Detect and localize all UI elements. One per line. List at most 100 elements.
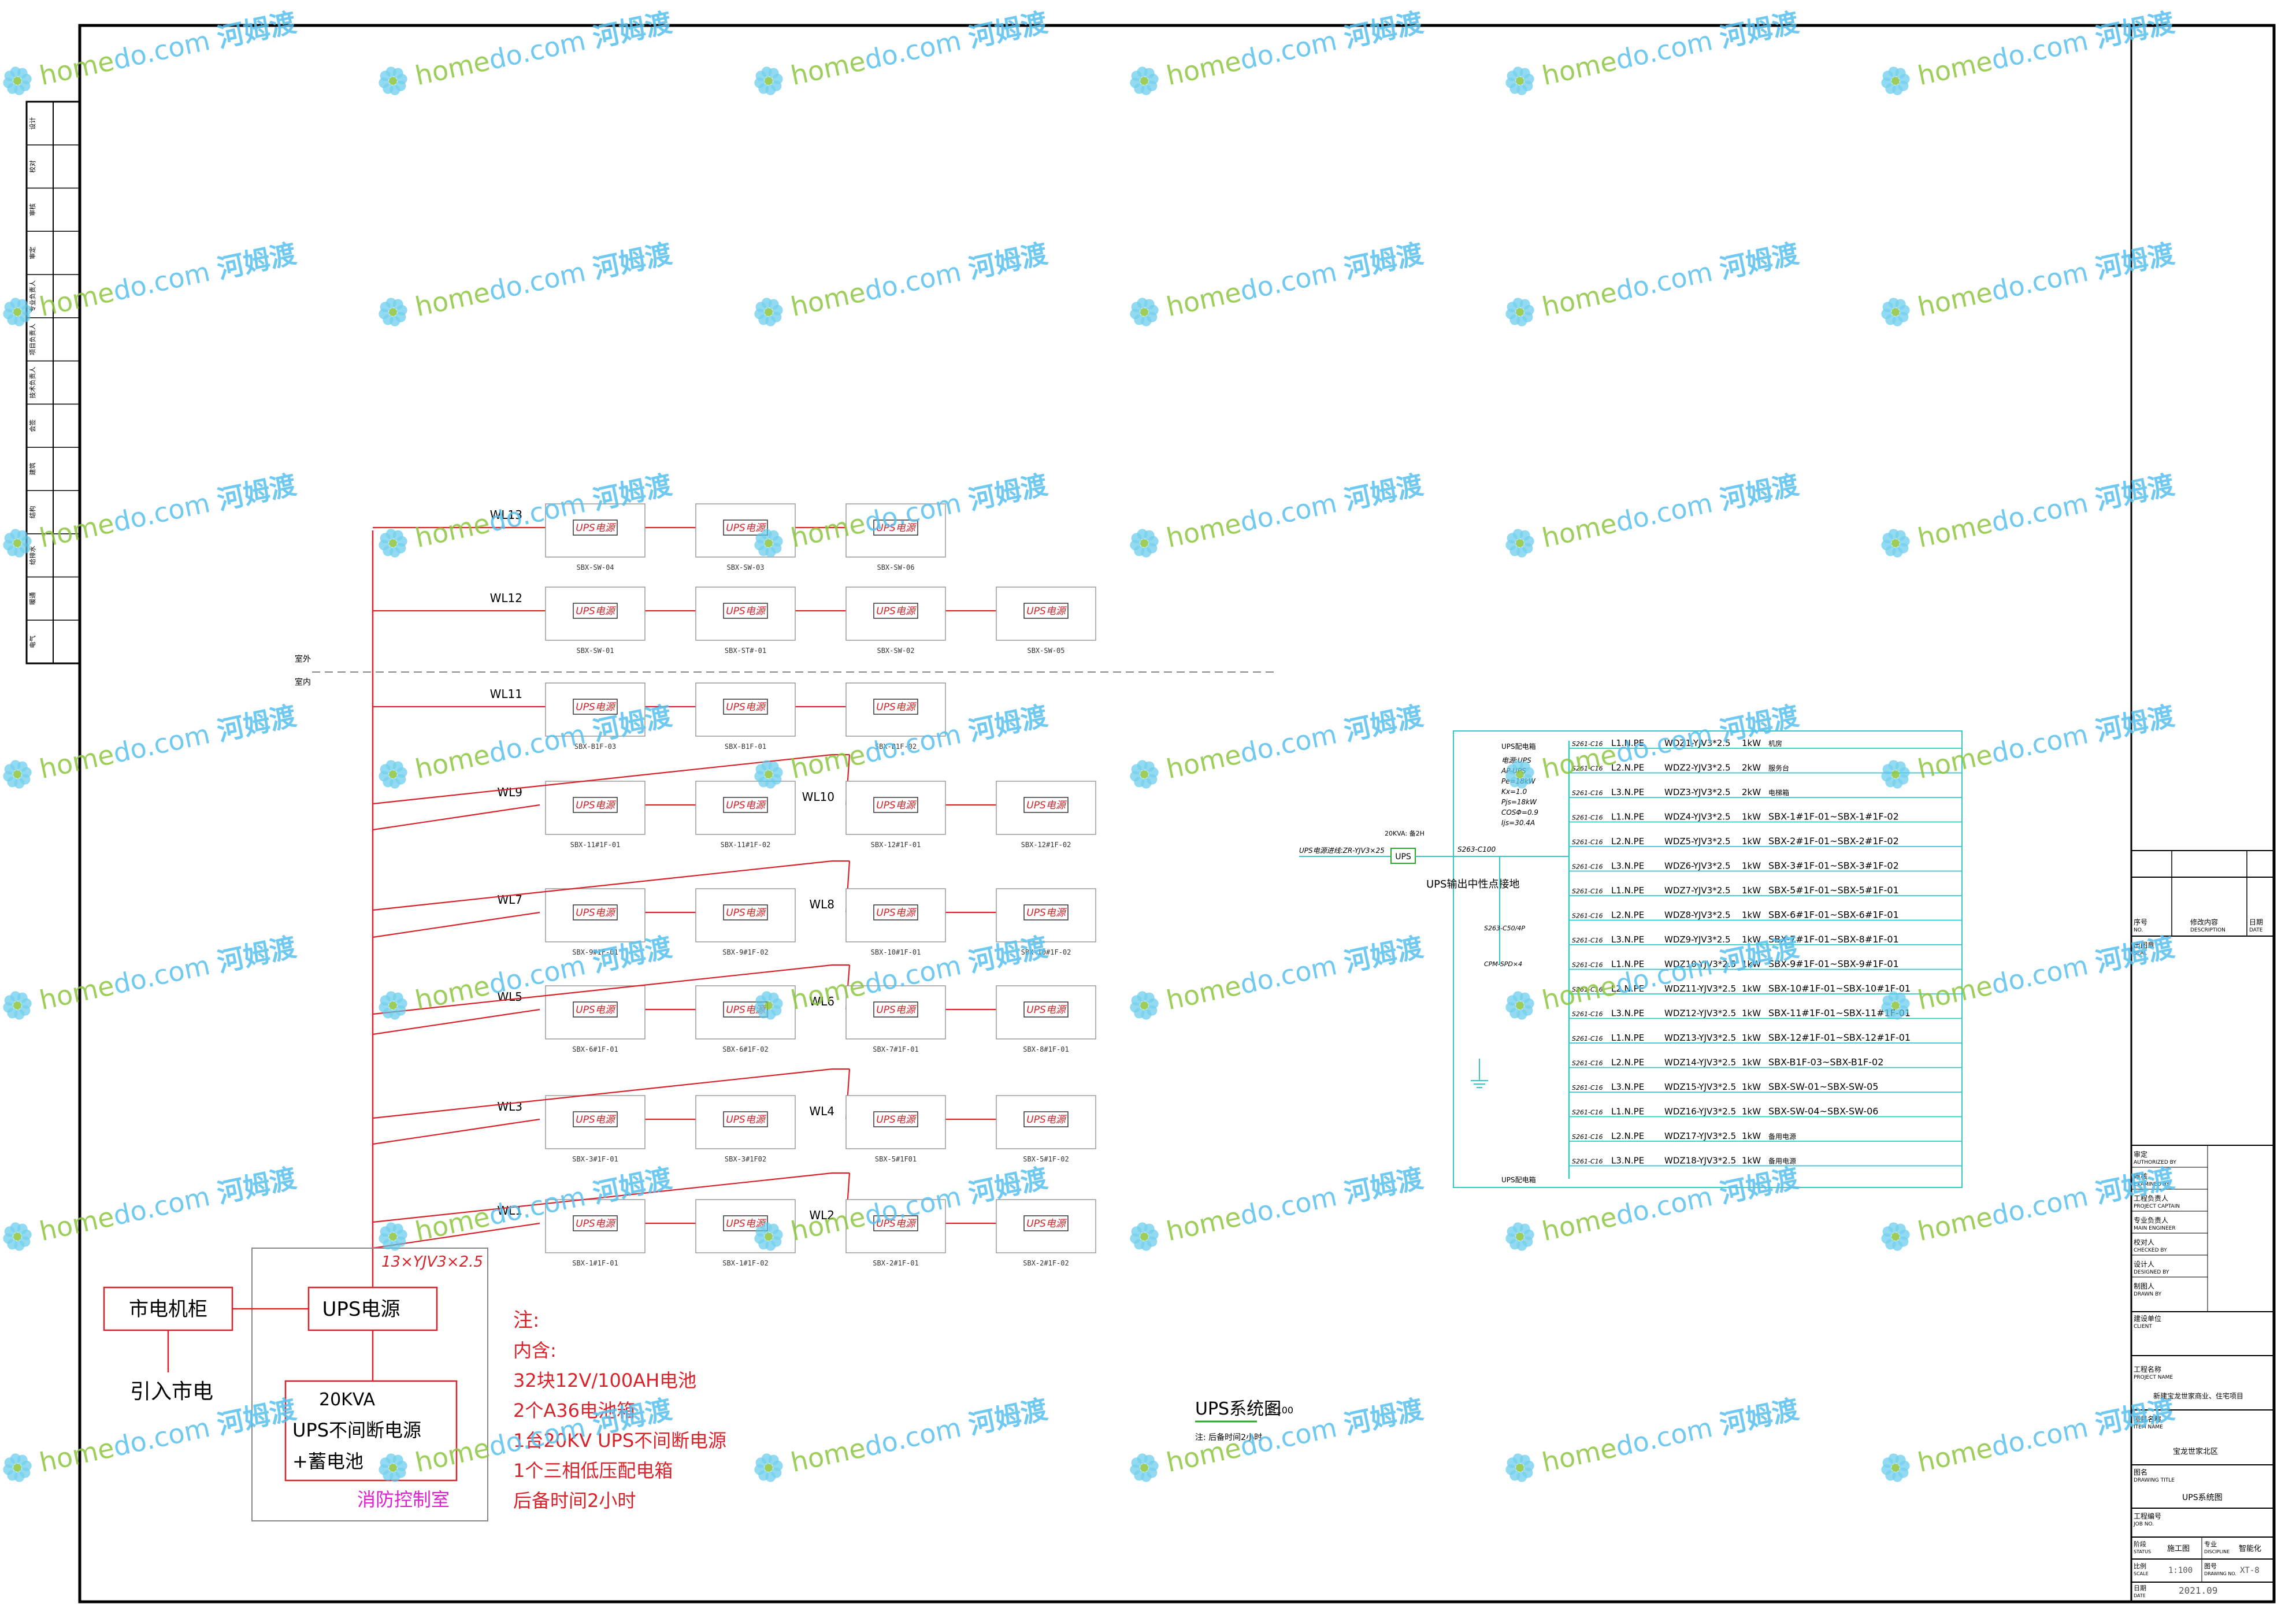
watermark-flower-center xyxy=(1891,77,1900,85)
notes-line: 1台20KV UPS不间断电源 xyxy=(513,1430,726,1452)
notes-line: 内含: xyxy=(513,1339,557,1361)
watermark-layer: homedo.com 河姆渡 homedo.com 河姆渡 homedo.com 河… xyxy=(3,6,2178,1482)
box-code-label: SBX-1#1F-01 xyxy=(572,1259,618,1267)
left-strip-label: 会签 xyxy=(28,420,36,432)
watermark-text: homedo.com 河姆渡 xyxy=(37,469,299,554)
watermark-petal xyxy=(1519,530,1530,541)
role-label-en: CHECKED BY xyxy=(2134,1248,2167,1253)
row-cable: WDZ10-YJV3*2.5 xyxy=(1664,959,1736,970)
box-code-label: SBX-SW-03 xyxy=(726,563,764,571)
role-label: 设计人 xyxy=(2134,1260,2154,1268)
row-cable: WDZ8-YJV3*2.5 xyxy=(1664,910,1731,921)
client-label-en: CLIENT xyxy=(2134,1324,2152,1330)
left-strip-label: 建筑 xyxy=(28,463,36,476)
role-label: 制图人 xyxy=(2134,1282,2154,1290)
watermark-petal xyxy=(17,1454,28,1465)
watermark: homedo.com 河姆渡 xyxy=(754,1393,1051,1482)
watermark-petal xyxy=(392,68,403,79)
row-load: 服务台 xyxy=(1768,764,1789,773)
rev-col-no-en: NO. xyxy=(2134,927,2143,933)
watermark-petal xyxy=(1895,299,1906,310)
item-label-en: ITEM NAME xyxy=(2134,1424,2163,1430)
row-breaker: S261-C16 xyxy=(1572,912,1603,920)
watermark-petal xyxy=(768,68,779,79)
date-label-en: DATE xyxy=(2134,1593,2146,1598)
watermark-petal xyxy=(17,530,28,541)
rev-col-no: 序号 xyxy=(2134,918,2147,926)
ups-box-symbol xyxy=(873,904,918,921)
row-cable: WDZ16-YJV3*2.5 xyxy=(1664,1107,1736,1117)
watermark-text: homedo.com 河姆渡 xyxy=(1915,931,2178,1016)
watermark-petal xyxy=(1519,1454,1530,1465)
date-value: 2021.09 xyxy=(2179,1585,2217,1596)
left-strip-label: 校对 xyxy=(28,160,36,173)
panel-param: Pjs=18kW xyxy=(1501,798,1537,806)
row-cable: WDZ1-YJV3*2.5 xyxy=(1664,738,1731,748)
ups-box-symbol-text: UPS电源 xyxy=(576,522,616,534)
watermark-flower-center xyxy=(13,1001,21,1009)
branch-wire xyxy=(372,911,540,938)
role-label: 审定 xyxy=(2134,1150,2147,1159)
ups-box-symbol-text: UPS电源 xyxy=(726,1218,766,1230)
box-code-label: SBX-B1F-03 xyxy=(574,743,616,751)
ups-box-symbol-text: UPS电源 xyxy=(1026,606,1067,617)
watermark-text: homedo.com 河姆渡 xyxy=(788,1393,1051,1478)
city-power-label: 引入市电 xyxy=(130,1380,213,1404)
scale-label: 比例 xyxy=(2134,1562,2146,1570)
notes-title: 注: xyxy=(513,1309,539,1332)
ups-box xyxy=(545,781,646,835)
ups-box-symbol xyxy=(873,1215,918,1231)
watermark-petal xyxy=(1144,530,1155,541)
left-strip-label: 设计 xyxy=(29,117,36,129)
watermark-petal xyxy=(17,761,28,772)
circuit-label: WL2 xyxy=(809,1208,834,1222)
watermark: homedo.com 河姆渡 xyxy=(1505,469,1801,558)
panel-feeder: UPS电源进线:ZR-YJV3×25 xyxy=(1299,847,1385,855)
circuit-label: WL10 xyxy=(802,790,834,804)
drawing-no-label: 图号 xyxy=(2204,1562,2217,1570)
row-cable: WDZ5-YJV3*2.5 xyxy=(1664,836,1731,847)
watermark-flower-center xyxy=(765,539,773,547)
diagram-note: 注: 后备时间2小时 xyxy=(1195,1432,1262,1442)
watermark: homedo.com 河姆渡 xyxy=(1881,1162,2177,1251)
row-cable: WDZ18-YJV3*2.5 xyxy=(1664,1156,1736,1166)
circuit-label: WL3 xyxy=(497,1100,522,1113)
watermark-text: homedo.com 河姆渡 xyxy=(37,237,299,322)
row-cable: WDZ12-YJV3*2.5 xyxy=(1664,1008,1736,1019)
watermark-flower-center xyxy=(389,308,397,316)
watermark-petal xyxy=(17,992,28,1003)
box-code-label: SBX-6#1F-02 xyxy=(722,1045,768,1053)
row-phase: L2.N.PE xyxy=(1611,910,1644,921)
circuit-label: WL9 xyxy=(497,785,522,799)
ups-box-symbol xyxy=(1023,797,1069,813)
ups-box-symbol-text: UPS电源 xyxy=(576,606,616,617)
row-breaker: S261-C16 xyxy=(1572,1035,1603,1042)
branch-wire xyxy=(372,964,833,1015)
box-code-label: SBX-3#1F-01 xyxy=(572,1155,618,1163)
watermark-flower-center xyxy=(1891,1001,1900,1009)
row-phase: L2.N.PE xyxy=(1611,1057,1644,1068)
ups-box-symbol-text: UPS电源 xyxy=(1026,1114,1067,1126)
title-label-en: DRAWING TITLE xyxy=(2134,1478,2175,1483)
panel-feed-label: 20KVA: 备2H xyxy=(1385,829,1425,837)
watermark-flower-center xyxy=(765,1001,773,1009)
status-value: 施工图 xyxy=(2167,1545,2190,1553)
box-code-label: SBX-SW-04 xyxy=(576,563,614,571)
role-label-en: MAIN ENGINEER xyxy=(2134,1226,2176,1231)
watermark-petal xyxy=(768,299,779,310)
watermark-flower-center xyxy=(389,1464,397,1472)
watermark: homedo.com 河姆渡 xyxy=(3,1162,299,1251)
item-value: 宝龙世家北区 xyxy=(2173,1447,2218,1456)
row-kw: 1kW xyxy=(1742,1156,1761,1166)
row-phase: L1.N.PE xyxy=(1611,812,1644,822)
box-code-label: SBX-5#1F-02 xyxy=(1023,1155,1069,1163)
drawing-frame xyxy=(78,24,2276,1604)
row-load: 备用电源 xyxy=(1768,1157,1796,1166)
watermark-petal xyxy=(1519,761,1530,772)
ups-box-symbol-text: UPS电源 xyxy=(576,907,616,919)
ups-box-symbol-text: UPS电源 xyxy=(1026,1218,1067,1230)
row-load: SBX-2#1F-01~SBX-2#1F-02 xyxy=(1768,836,1899,847)
row-kw: 1kW xyxy=(1742,1082,1761,1092)
left-strip-label: 审核 xyxy=(28,203,36,216)
